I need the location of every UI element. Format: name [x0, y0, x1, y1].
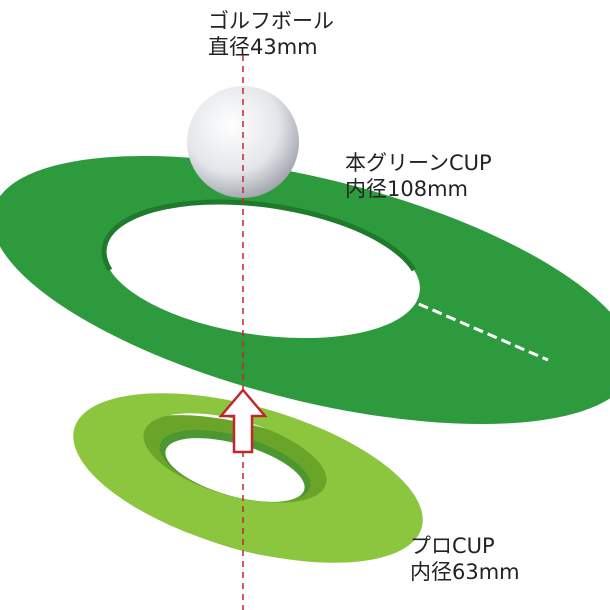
green-cup-label: 本グリーンCUP 内径108mm [345, 150, 492, 202]
ball-label: ゴルフボール 直径43mm [208, 8, 334, 60]
green-cup-name: 本グリーンCUP [345, 151, 492, 175]
pro-cup-name: プロCUP [410, 534, 495, 558]
ball-name: ゴルフボール [208, 9, 334, 33]
up-arrow-icon [218, 388, 268, 454]
green-cup [0, 156, 610, 424]
ball-spec: 直径43mm [208, 35, 318, 59]
pro-cup [73, 393, 423, 563]
golf-ball [187, 86, 299, 198]
green-cup-spec: 内径108mm [345, 177, 468, 201]
pro-cup-ring [73, 393, 423, 563]
pro-cup-label: プロCUP 内径63mm [410, 533, 520, 585]
green-cup-ring [0, 156, 610, 424]
pro-cup-spec: 内径63mm [410, 560, 520, 584]
